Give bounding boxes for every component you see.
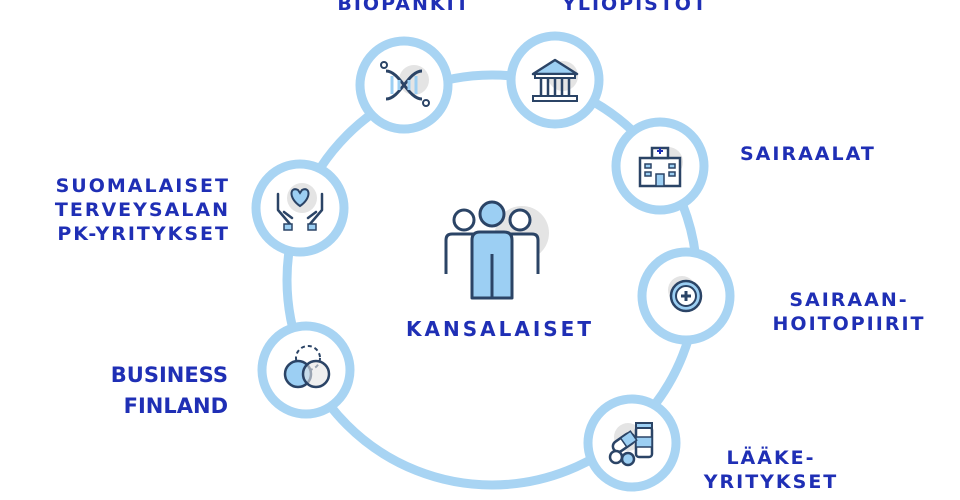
label-sairaalat: SAIRAALAT <box>740 143 876 165</box>
venn-circles-icon <box>283 345 331 389</box>
node-sairaalat <box>611 117 709 215</box>
medicine-icon <box>608 422 654 467</box>
label-sairaanhoitopiirit: SAIRAAN- HOITOPIIRIT <box>772 289 926 335</box>
people-group-icon <box>444 200 549 300</box>
label-laakeyritykset: LÄÄKE- YRITYKSET <box>703 447 839 493</box>
label-biopankit: BIOPANKIT <box>337 0 471 15</box>
label-yliopistot: YLIOPISTOT <box>562 0 708 15</box>
node-business-finland <box>257 321 355 419</box>
hands-heart-icon <box>276 183 324 231</box>
dna-icon <box>380 61 430 107</box>
center-label: KANSALAISET <box>406 317 594 341</box>
label-business-finland: BUSINESS FINLAND <box>110 363 228 418</box>
node-pk-yritykset <box>251 159 349 257</box>
label-pk-yritykset: SUOMALAISET TERVEYSALAN PK-YRITYKSET <box>54 175 230 245</box>
node-yliopistot <box>506 31 604 129</box>
node-laakeyritykset <box>583 394 681 492</box>
university-building-icon <box>531 58 579 102</box>
node-biopankit <box>355 36 453 134</box>
medical-cross-icon <box>668 276 703 313</box>
hospital-icon <box>638 146 683 188</box>
node-sairaanhoitopiirit <box>637 247 735 345</box>
